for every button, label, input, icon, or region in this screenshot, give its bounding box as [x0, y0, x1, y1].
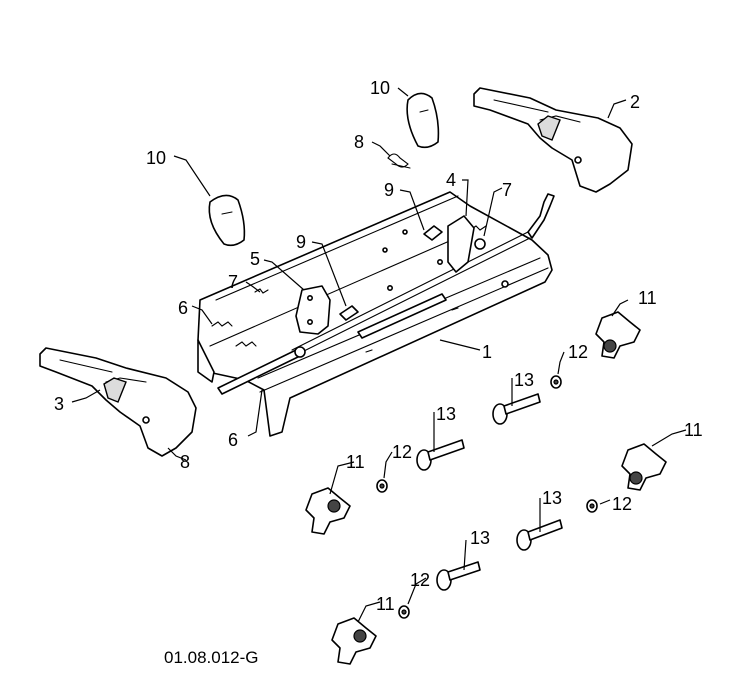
callout-label: 12	[392, 442, 412, 462]
callout-label: 6	[228, 430, 238, 450]
callout-label: 10	[146, 148, 166, 168]
part-lever-bracket	[447, 215, 475, 273]
part-frame	[197, 191, 553, 437]
callout-label: 13	[436, 404, 456, 424]
callout-label: 4	[446, 170, 456, 190]
callout-label: 8	[180, 452, 190, 472]
callout-label: 9	[384, 180, 394, 200]
callout-label: 8	[354, 132, 364, 152]
callout-label: 11	[346, 452, 365, 472]
callout-label: 12	[410, 570, 430, 590]
part-star-knob-3	[305, 487, 351, 535]
drawing-code-label: 01.08.012-G	[164, 648, 259, 667]
callout-label: 12	[612, 494, 632, 514]
callout-label: 13	[542, 488, 562, 508]
callout-label: 7	[228, 272, 238, 292]
part-star-knob-4	[331, 617, 377, 665]
part-knob-10-upper	[406, 92, 440, 149]
part-left-handle	[39, 347, 197, 457]
callout-labels: 1 2 3 4 5 6 6 7 7 8 8 9 9 10 10 11 11 11…	[54, 78, 703, 614]
callout-label: 11	[638, 288, 657, 308]
leader-lines	[71, 87, 687, 623]
callout-label: 1	[482, 342, 492, 362]
part-star-knob-1	[595, 311, 641, 359]
callout-label: 10	[370, 78, 390, 98]
callout-label: 2	[630, 92, 640, 112]
part-bolts	[416, 393, 563, 591]
part-nuts	[376, 375, 598, 619]
callout-label: 12	[568, 342, 588, 362]
callout-label: 7	[502, 180, 512, 200]
callout-label: 13	[470, 528, 490, 548]
part-right-handle	[473, 87, 633, 193]
callout-label: 11	[376, 594, 395, 614]
part-springs	[211, 225, 487, 347]
part-knob-10-left	[208, 194, 246, 247]
callout-label: 6	[178, 298, 188, 318]
part-star-knob-2	[621, 443, 667, 491]
part-rod	[217, 193, 555, 395]
callout-label: 3	[54, 394, 64, 414]
callout-label: 13	[514, 370, 534, 390]
callout-label: 5	[250, 249, 260, 269]
part-bracket	[295, 285, 331, 335]
callout-label: 11	[684, 420, 703, 440]
callout-label: 9	[296, 232, 306, 252]
part-clip-8-upper	[387, 153, 411, 169]
